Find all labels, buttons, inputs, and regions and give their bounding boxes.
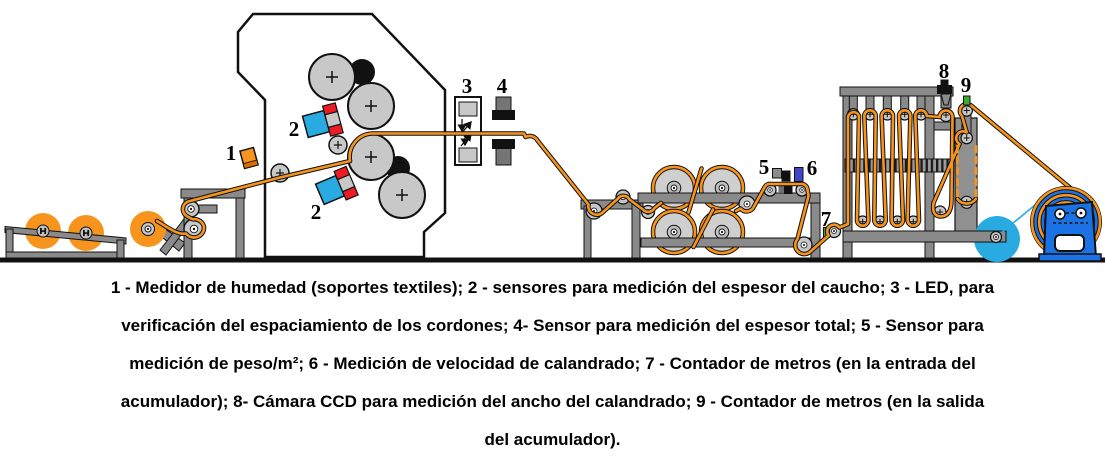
machine-panel [1054,234,1085,252]
caption-line: 1 - Medidor de humedad (soportes textile… [110,278,995,297]
led-cord-spacing-device-3 [454,96,482,166]
guide-roller [795,236,813,254]
calender-roll [347,82,395,130]
calender-rolls [270,53,426,219]
meter-counter-9 [963,95,971,106]
callout-5: 5 [759,155,770,179]
legend-caption: 1 - Medidor de humedad (soportes textile… [0,269,1105,459]
caption-line: del acumulador). [484,430,621,449]
machine-base [1038,253,1102,262]
hatched-crossbar [844,158,951,173]
callout-4: 4 [497,74,508,98]
callout-9: 9 [961,73,972,97]
humidity-sensor-1 [238,146,260,170]
callout-6: 6 [807,156,818,180]
weight-sensor-5 [772,168,793,194]
fabric-roll-stand [4,213,127,259]
callout-1: 1 [226,141,237,165]
letoff-unit [130,188,246,259]
idler-roller [328,135,348,155]
thickness-sensor-2-lower [314,165,359,206]
callout-2-upper: 2 [289,117,300,141]
accumulator-variable-loop [956,144,978,199]
ground-line [0,257,1105,263]
calender-roll [308,53,356,101]
caption-line: acumulador); 8- Cámara CCD para medición… [120,392,985,411]
festoon-roller [960,131,973,145]
windup-machine [1038,200,1102,262]
roll-hub [36,224,50,238]
callout-2-lower: 2 [311,200,322,224]
total-thickness-sensor-4 [492,96,515,166]
liner-roll-hub [989,230,1003,244]
thickness-sensor-2-upper [301,102,344,139]
callout-7: 7 [821,207,832,231]
ccd-camera-8 [937,79,952,106]
caption-line: verificación del espaciamiento de los co… [121,316,984,335]
calender-roll [378,171,426,219]
roll-hub [79,226,93,240]
callout-8: 8 [939,59,950,83]
callout-3: 3 [462,74,473,98]
stand-rail [4,225,127,245]
cooling-drums [650,164,746,256]
bottom-beam [842,230,1007,243]
speed-sensor-6 [794,167,804,182]
process-schematic: 1 2 2 3 4 5 6 7 8 9 [0,12,1105,263]
caption-line: medición de peso/m²; 6 - Medición de vel… [129,354,976,373]
rubber-web-path [154,101,1083,257]
